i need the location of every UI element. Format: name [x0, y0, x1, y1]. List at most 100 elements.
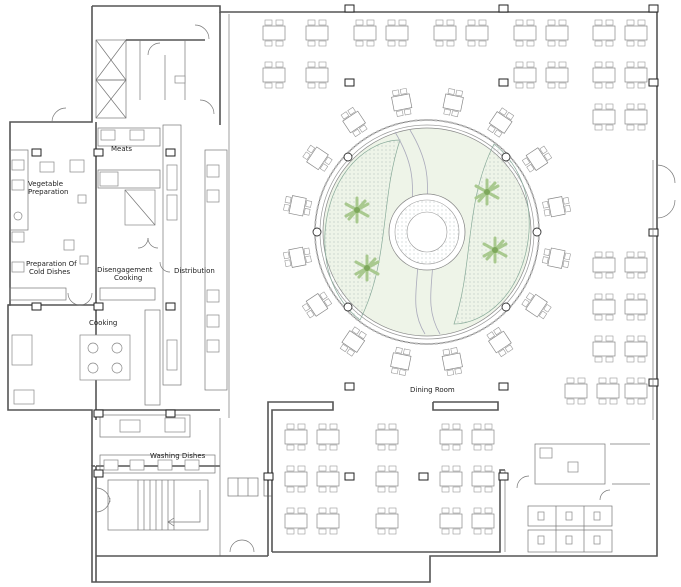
- dining-table: [624, 251, 648, 279]
- column-icon: [648, 78, 659, 87]
- dining-table: [513, 61, 537, 89]
- dining-table: [592, 335, 616, 363]
- label-cooking: Cooking: [89, 319, 117, 327]
- label-meats: Meats: [111, 145, 132, 153]
- label-vegetable-preparation-2: Preparation: [28, 188, 68, 196]
- dining-table: [300, 289, 334, 320]
- palm-tree-icon: [354, 254, 380, 282]
- structural-columns: [31, 4, 659, 481]
- dining-table: [624, 377, 648, 405]
- column-icon: [498, 382, 509, 391]
- room-labels: Meats Vegetable Preparation Preparation …: [26, 145, 455, 460]
- column-icon: [343, 152, 353, 162]
- dining-table: [262, 19, 286, 47]
- column-icon: [648, 378, 659, 387]
- dining-table: [375, 423, 399, 451]
- dining-table: [624, 103, 648, 131]
- label-disengagement-2: Cooking: [114, 274, 142, 282]
- column-icon: [498, 472, 509, 481]
- label-vegetable-preparation-1: Vegetable: [28, 180, 63, 188]
- east-openings: [652, 160, 676, 420]
- dining-table: [316, 423, 340, 451]
- dining-table: [471, 465, 495, 493]
- kitchen-fixtures: [9, 107, 228, 474]
- dining-table: [301, 143, 334, 174]
- label-dining-room: Dining Room: [410, 386, 455, 394]
- column-icon: [501, 152, 511, 162]
- column-icon: [93, 148, 104, 157]
- label-distribution: Distribution: [174, 267, 215, 275]
- entrance-doors: [227, 477, 273, 553]
- dining-table: [485, 106, 516, 139]
- lower-dining-walls: [267, 401, 506, 556]
- dining-table: [385, 19, 409, 47]
- dining-table: [545, 61, 569, 89]
- dining-table: [316, 465, 340, 493]
- building-walls: [7, 5, 658, 583]
- label-preparation-cold-2: Cold Dishes: [29, 268, 71, 276]
- column-icon: [344, 472, 355, 481]
- column-icon: [93, 469, 104, 478]
- dining-table: [624, 61, 648, 89]
- column-icon: [93, 409, 104, 418]
- dining-table: [375, 507, 399, 535]
- dining-table: [592, 103, 616, 131]
- dining-table: [484, 325, 515, 359]
- column-icon: [343, 302, 353, 312]
- label-disengagement-1: Disengagement: [97, 266, 153, 274]
- dining-table: [596, 377, 620, 405]
- dining-table: [471, 423, 495, 451]
- dining-table: [592, 251, 616, 279]
- dining-table: [284, 507, 308, 535]
- column-icon: [165, 302, 176, 311]
- label-washing-dishes: Washing Dishes: [150, 452, 206, 460]
- garden-columns: [312, 152, 542, 312]
- dining-table: [440, 346, 464, 377]
- dining-table: [284, 465, 308, 493]
- dining-table: [624, 293, 648, 321]
- dining-table: [592, 293, 616, 321]
- column-icon: [263, 472, 274, 481]
- dining-table: [353, 19, 377, 47]
- column-icon: [532, 227, 542, 237]
- dining-table: [465, 19, 489, 47]
- column-icon: [312, 227, 322, 237]
- dining-table: [541, 246, 572, 270]
- label-preparation-cold-1: Preparation Of: [26, 260, 77, 268]
- column-icon: [501, 302, 511, 312]
- dining-table: [375, 465, 399, 493]
- dining-table: [433, 19, 457, 47]
- dining-table: [390, 87, 414, 118]
- column-icon: [648, 228, 659, 237]
- dining-table: [284, 423, 308, 451]
- dining-table: [471, 507, 495, 535]
- service-cores: [95, 24, 215, 119]
- dining-table: [305, 19, 329, 47]
- dining-table: [439, 423, 463, 451]
- column-icon: [165, 148, 176, 157]
- dining-table: [592, 61, 616, 89]
- dining-table: [338, 325, 369, 358]
- dining-table: [564, 377, 588, 405]
- dining-table: [282, 245, 313, 269]
- column-icon: [93, 302, 104, 311]
- column-icon: [344, 382, 355, 391]
- palm-tree-icon: [474, 178, 500, 206]
- dining-table: [282, 194, 313, 218]
- dining-table: [520, 144, 554, 175]
- dining-table: [624, 335, 648, 363]
- column-icon: [31, 148, 42, 157]
- palm-tree-icon: [344, 196, 370, 224]
- column-icon: [344, 4, 355, 13]
- dining-table: [520, 290, 553, 321]
- column-icon: [165, 409, 176, 418]
- column-icon: [344, 78, 355, 87]
- dining-table: [513, 19, 537, 47]
- staircase: [95, 479, 209, 531]
- dining-table: [541, 195, 572, 219]
- column-icon: [418, 472, 429, 481]
- column-icon: [648, 4, 659, 13]
- column-icon: [498, 78, 509, 87]
- dining-table: [316, 507, 340, 535]
